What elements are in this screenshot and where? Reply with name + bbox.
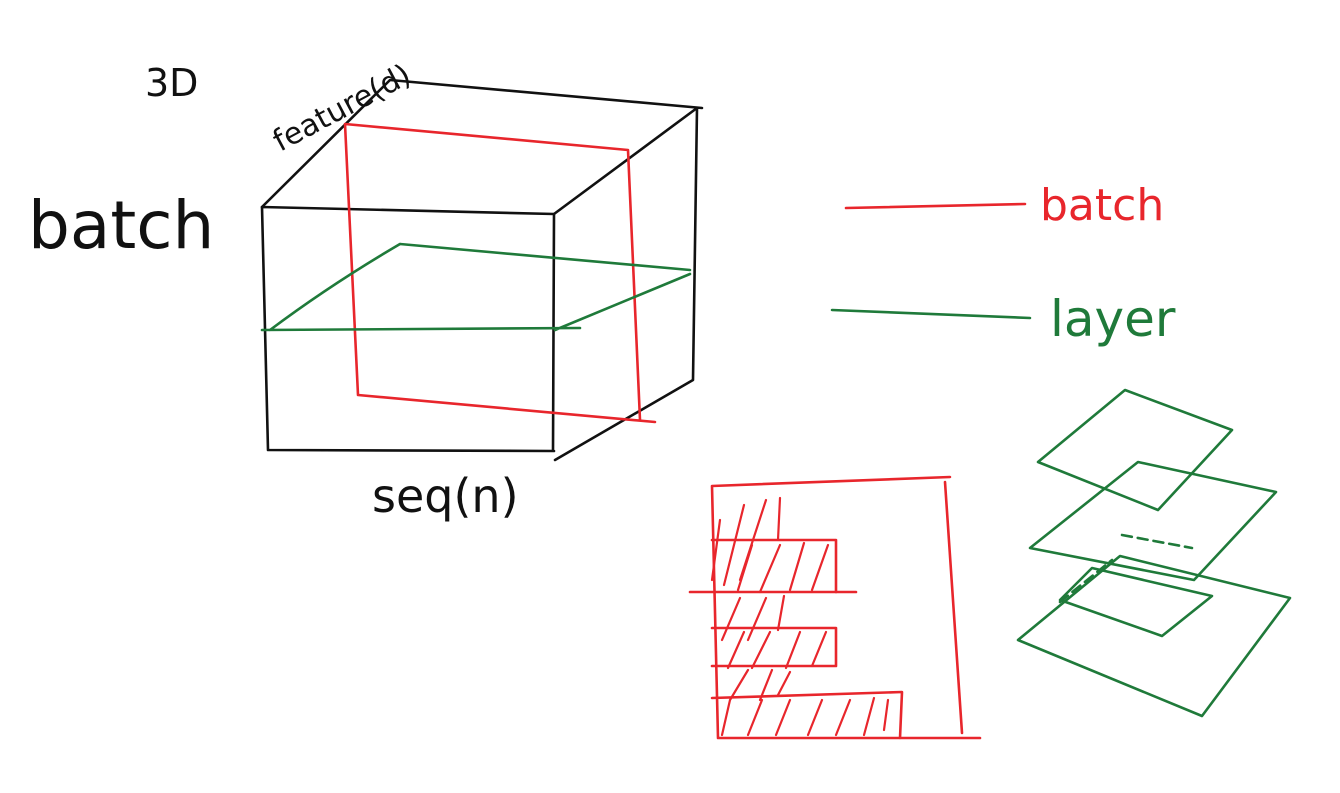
layer-plane-dashes (1058, 533, 1194, 604)
cube-top-face (260, 78, 704, 216)
layer-norm-slice (260, 242, 692, 332)
legend-layer-label: layer (1050, 290, 1176, 348)
batch-sequence-sketch (688, 475, 982, 740)
axis-label-seq: seq(n) (372, 469, 519, 523)
sequence-row-3 (710, 626, 838, 668)
axis-label-batch: batch (28, 187, 214, 264)
batch-norm-slice (343, 122, 657, 424)
data-cube (260, 78, 704, 462)
layer-planes-sketch (1016, 388, 1292, 718)
hatching (710, 496, 890, 737)
cube-front-face (260, 205, 556, 453)
cube-right-face (553, 106, 699, 462)
legend-batch-line (844, 202, 1027, 210)
layer-plane-bottom (1016, 554, 1292, 718)
axis-label-feature: feature(d) (267, 57, 417, 159)
layer-plane-middle (1028, 460, 1278, 582)
batch-slice-outline (343, 122, 657, 424)
legend-layer-line (830, 308, 1032, 320)
layer-slice-outline (260, 242, 692, 332)
batch-outer-box (710, 475, 982, 740)
layer-plane-inner (1058, 566, 1214, 638)
sequence-row-1 (710, 538, 838, 594)
legend-batch-label: batch (1040, 180, 1164, 231)
dimension-label: 3D (145, 61, 198, 105)
layer-plane-top (1036, 388, 1234, 512)
sequence-row-4 (710, 690, 904, 740)
legend: batch layer (830, 180, 1176, 348)
